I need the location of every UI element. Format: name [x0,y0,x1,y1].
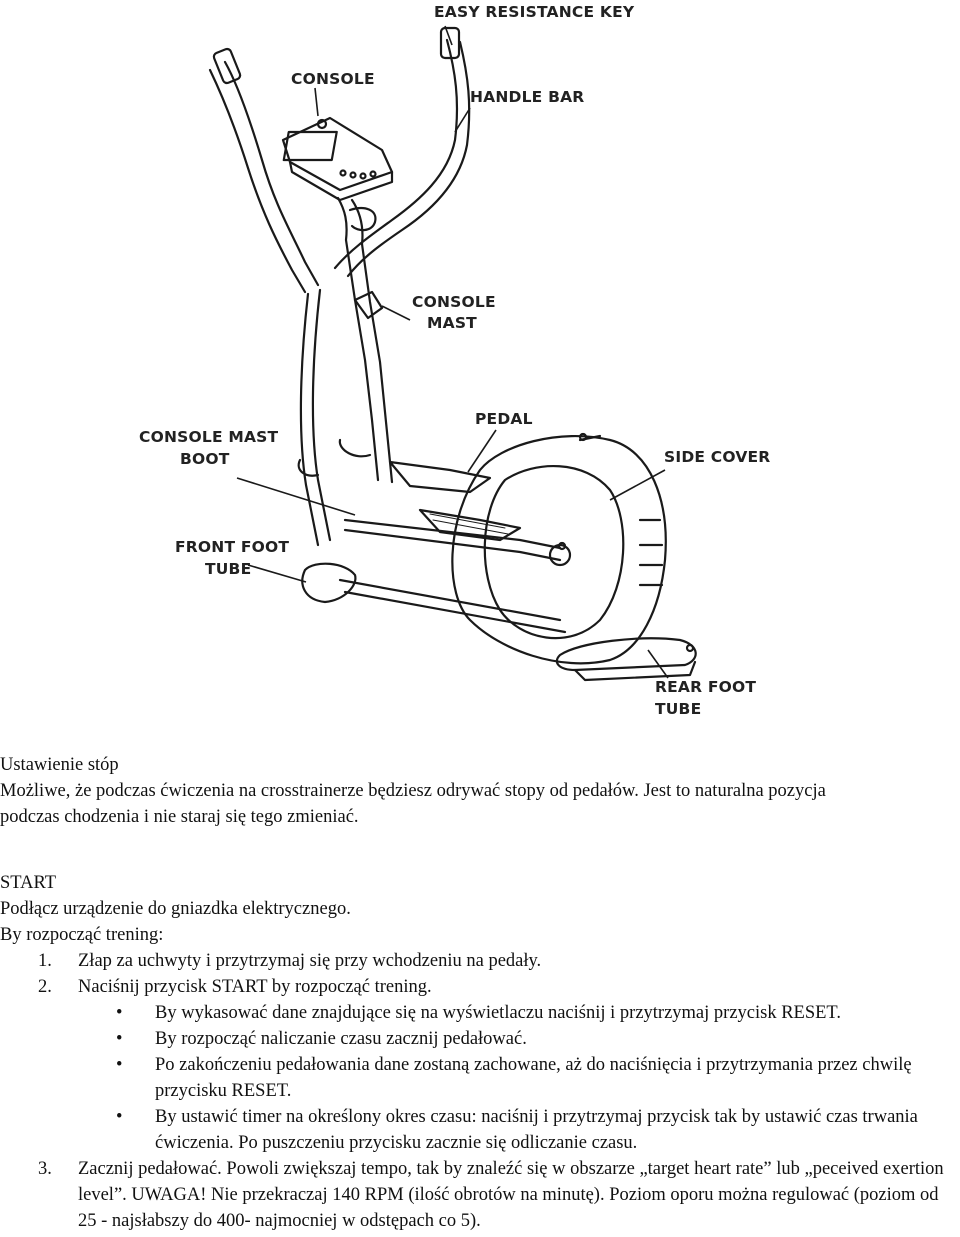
bullet-icon: • [116,1003,123,1023]
numbered-step: 3. Zacznij pedałować. Powoli zwiększaj t… [0,1156,960,1234]
step-text: Złap za uchwyty i przytrzymaj się przy w… [78,951,542,971]
spacer [0,830,960,870]
bullet-item: • By rozpocząć naliczanie czasu zacznij … [0,1026,960,1052]
label-rear-foot-tube-line1: REAR FOOT [655,678,756,696]
paragraph-line: Możliwe, że podczas ćwiczenia na crosstr… [0,781,826,801]
paragraph-line: Podłącz urządzenie do gniazdka elektrycz… [0,899,351,919]
label-front-foot-tube-line1: FRONT FOOT [175,538,289,556]
label-console-mast-line2: MAST [427,314,477,332]
label-handle-bar: HANDLE BAR [470,88,584,106]
leader-lines [236,25,669,679]
step-text: Naciśnij przycisk START by rozpocząć tre… [78,977,432,997]
bullet-icon: • [116,1055,123,1075]
elliptical-trainer-diagram: EASY RESISTANCE KEY CONSOLE HANDLE BAR C… [139,3,770,718]
bullet-item: • Po zakończeniu pedałowania dane zostan… [0,1052,960,1104]
step-number: 3. [38,1159,52,1179]
numbered-step: 1. Złap za uchwyty i przytrzymaj się prz… [0,948,960,974]
label-easy-resistance-key: EASY RESISTANCE KEY [434,3,635,21]
bullet-text: By wykasować dane znajdujące się na wyśw… [155,1003,841,1023]
label-rear-foot-tube-line2: TUBE [655,700,701,718]
bullet-item: • By ustawić timer na określony okres cz… [0,1104,960,1156]
bullet-text: By rozpocząć naliczanie czasu zacznij pe… [155,1029,527,1049]
section-heading-foot-position: Ustawienie stóp [0,755,119,775]
label-console-mast-boot-line1: CONSOLE MAST [139,428,279,446]
bullet-item: • By wykasować dane znajdujące się na wy… [0,1000,960,1026]
section-heading-start: START [0,873,56,893]
label-side-cover: SIDE COVER [664,448,770,466]
document-text: Ustawienie stóp Możliwe, że podczas ćwic… [0,752,960,1234]
step-number: 1. [38,951,52,971]
paragraph-line: By rozpocząć trening: [0,925,164,945]
bullet-icon: • [116,1107,123,1127]
label-front-foot-tube-line2: TUBE [205,560,251,578]
trainer-drawing [208,26,697,682]
bullet-text: Po zakończeniu pedałowania dane zostaną … [155,1055,912,1101]
step-text: Zacznij pedałować. Powoli zwiększaj temp… [78,1159,944,1231]
paragraph-line: podczas chodzenia i nie staraj się tego … [0,807,359,827]
label-console-mast-boot-line2: BOOT [180,450,230,468]
bullet-icon: • [116,1029,123,1049]
diagram-labels: EASY RESISTANCE KEY CONSOLE HANDLE BAR C… [139,3,770,718]
label-pedal: PEDAL [475,410,533,428]
label-console: CONSOLE [291,70,375,88]
bullet-text: By ustawić timer na określony okres czas… [155,1107,918,1153]
numbered-step: 2. Naciśnij przycisk START by rozpocząć … [0,974,960,1000]
step-number: 2. [38,977,52,997]
label-console-mast-line1: CONSOLE [412,293,496,311]
